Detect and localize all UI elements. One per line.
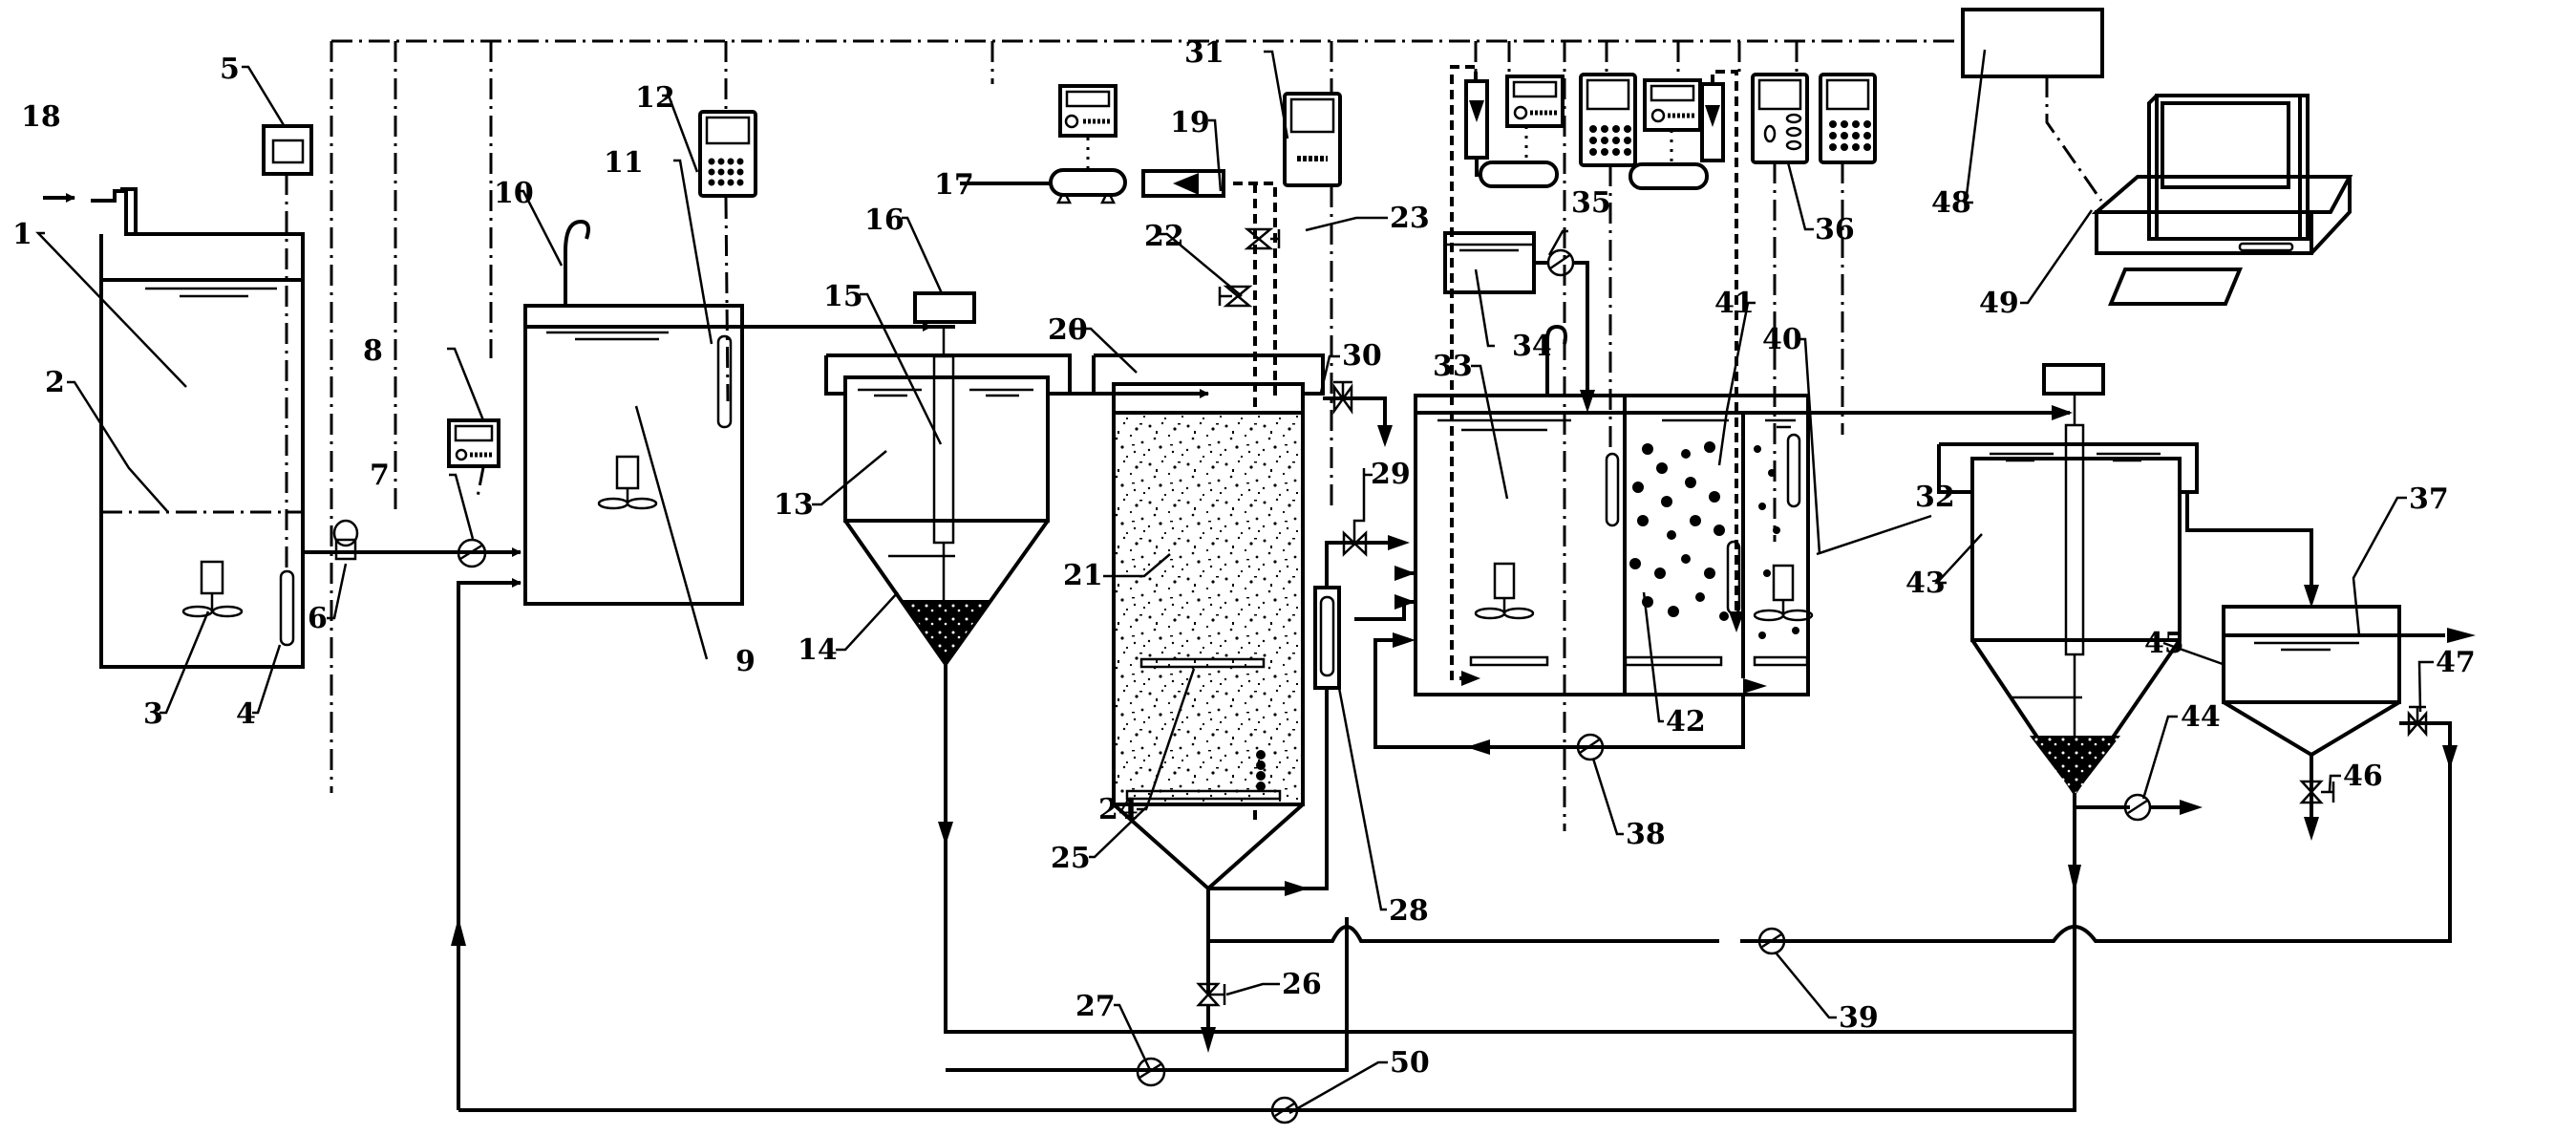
flow-meter-icon bbox=[1313, 586, 1341, 690]
label-6: 6 bbox=[308, 602, 328, 635]
label-38: 38 bbox=[1626, 818, 1666, 851]
label-30: 30 bbox=[1342, 339, 1382, 373]
carbon-source-tank bbox=[1443, 231, 1536, 294]
carrier-media-icon bbox=[1629, 441, 1799, 639]
label-7: 7 bbox=[370, 459, 390, 492]
label-12: 12 bbox=[635, 81, 675, 115]
analyzer-icon bbox=[1579, 73, 1637, 167]
label-37: 37 bbox=[2409, 482, 2449, 516]
label-1: 1 bbox=[12, 218, 32, 251]
stirrer-icon bbox=[1474, 562, 1535, 620]
label-44: 44 bbox=[2181, 700, 2221, 734]
label-39: 39 bbox=[1839, 1001, 1879, 1035]
valve-icon bbox=[1218, 285, 1253, 308]
valve-icon bbox=[2299, 780, 2335, 804]
analyzer-icon bbox=[698, 110, 757, 198]
settling-tank bbox=[824, 291, 1072, 668]
clear-water-tank bbox=[2222, 605, 2445, 758]
valve-icon bbox=[1332, 380, 1353, 415]
computer-icon bbox=[2091, 94, 2353, 306]
label-18: 18 bbox=[21, 100, 61, 134]
stirrer-icon bbox=[181, 560, 244, 618]
label-28: 28 bbox=[1389, 894, 1429, 928]
label-31: 31 bbox=[1184, 36, 1224, 70]
pump-icon bbox=[1757, 927, 1786, 955]
label-8: 8 bbox=[363, 334, 383, 368]
label-20: 20 bbox=[1048, 313, 1088, 347]
label-24: 24 bbox=[1098, 793, 1139, 826]
valve-icon bbox=[2407, 705, 2428, 738]
label-34: 34 bbox=[1512, 330, 1552, 363]
pump-icon bbox=[1546, 248, 1575, 277]
label-35: 35 bbox=[1571, 186, 1611, 220]
pump-icon bbox=[457, 538, 487, 568]
air-compressor-icon bbox=[1049, 168, 1127, 204]
controller-icon bbox=[1058, 84, 1118, 138]
label-45: 45 bbox=[2144, 627, 2184, 660]
label-23: 23 bbox=[1390, 202, 1430, 235]
label-15: 15 bbox=[823, 280, 863, 313]
label-36: 36 bbox=[1815, 213, 1855, 246]
analyzer-icon bbox=[1283, 92, 1342, 187]
label-10: 10 bbox=[494, 177, 534, 210]
pump-icon bbox=[1270, 1096, 1299, 1124]
flow-meter-icon bbox=[1141, 169, 1225, 198]
biofilter bbox=[1092, 353, 1325, 891]
pump-icon bbox=[1576, 733, 1605, 761]
label-3: 3 bbox=[143, 697, 163, 731]
label-29: 29 bbox=[1371, 458, 1411, 491]
pump-controller-icon bbox=[447, 418, 500, 468]
label-46: 46 bbox=[2343, 760, 2383, 793]
label-47: 47 bbox=[2436, 646, 2476, 679]
label-9: 9 bbox=[735, 645, 756, 678]
label-5: 5 bbox=[220, 53, 240, 86]
label-26: 26 bbox=[1282, 968, 1322, 1001]
label-25: 25 bbox=[1051, 842, 1091, 875]
label-19: 19 bbox=[1170, 106, 1210, 139]
label-13: 13 bbox=[774, 488, 814, 522]
motor-icon bbox=[913, 291, 976, 324]
label-50: 50 bbox=[1390, 1046, 1430, 1080]
probe-icon bbox=[279, 569, 295, 647]
label-21: 21 bbox=[1063, 559, 1103, 592]
flow-meter-icon bbox=[332, 519, 359, 561]
valve-icon bbox=[1342, 468, 1368, 557]
label-41: 41 bbox=[1714, 287, 1755, 320]
label-42: 42 bbox=[1666, 705, 1706, 739]
label-17: 17 bbox=[934, 168, 974, 202]
label-32: 32 bbox=[1915, 481, 1955, 514]
plc-controller bbox=[1961, 8, 2104, 78]
leader-lines bbox=[35, 49, 2434, 1115]
regulating-tank bbox=[523, 219, 955, 606]
valve-icon bbox=[1196, 982, 1226, 1007]
stirrer-icon bbox=[1753, 564, 1814, 622]
controller-icon bbox=[1505, 75, 1565, 128]
label-40: 40 bbox=[1762, 323, 1802, 356]
label-48: 48 bbox=[1931, 186, 1971, 220]
dosing-bottle-icon bbox=[1629, 82, 1725, 190]
raw-water-tank bbox=[43, 187, 305, 669]
label-43: 43 bbox=[1905, 567, 1946, 600]
motor-icon bbox=[2042, 363, 2105, 396]
label-16: 16 bbox=[864, 203, 905, 237]
component-labels: 1 2 3 4 5 6 7 8 9 10 11 12 13 14 15 16 1… bbox=[12, 36, 2476, 1080]
label-2: 2 bbox=[45, 366, 65, 399]
label-22: 22 bbox=[1144, 220, 1184, 253]
label-11: 11 bbox=[604, 146, 644, 180]
stirrer-icon bbox=[597, 455, 658, 510]
valve-icon bbox=[1244, 227, 1281, 250]
label-4: 4 bbox=[236, 697, 256, 731]
label-49: 49 bbox=[1979, 287, 2019, 320]
label-33: 33 bbox=[1433, 350, 1473, 383]
level-meter-icon bbox=[262, 124, 313, 176]
bioreactor bbox=[1414, 394, 2006, 696]
analyzer-icon bbox=[1751, 73, 1809, 164]
label-27: 27 bbox=[1075, 990, 1116, 1023]
secondary-clarifier bbox=[1937, 363, 2199, 797]
controller-icon bbox=[1643, 78, 1702, 132]
control-signal-bus bbox=[330, 39, 2103, 831]
analyzer-icon bbox=[1819, 73, 1877, 164]
label-14: 14 bbox=[798, 633, 838, 667]
